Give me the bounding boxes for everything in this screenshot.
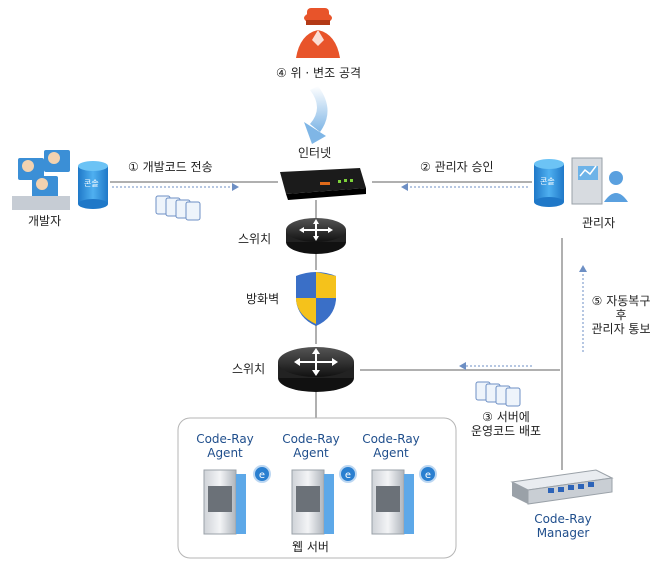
flow-arrows [112, 183, 587, 370]
attack-curve-arrowhead [304, 122, 326, 144]
developer-label: 개발자 [28, 214, 62, 228]
firewall-shield-icon [296, 272, 336, 326]
admin-workstation-icon [571, 157, 628, 205]
deploy-line-1: ③ 서버에 [482, 410, 530, 424]
agent-label-1: Code-Ray Agent [190, 432, 260, 460]
admin-console-label: 콘솔 [540, 177, 555, 186]
attack-label: ④ 위 · 변조 공격 [276, 66, 362, 80]
attacker-icon [296, 8, 340, 58]
agent-1-line-2: Agent [207, 446, 243, 460]
manager-line-1: Code-Ray [534, 512, 592, 526]
deploy-label: ③ 서버에 운영코드 배포 [458, 410, 554, 438]
deploy-line-2: 운영코드 배포 [470, 424, 542, 438]
switch-bottom-icon [278, 347, 354, 392]
code-cards-dev-icon [155, 195, 201, 221]
agent-3-line-1: Code-Ray [362, 432, 420, 446]
server-2-icon: e [291, 465, 357, 535]
svg-text:e: e [259, 470, 265, 481]
auto-recover-line-1: ⑤ 자동복구 [591, 294, 651, 308]
agent-3-line-2: Agent [373, 446, 409, 460]
web-server-group-box [177, 417, 457, 559]
code-ray-manager-icon [510, 469, 614, 505]
auto-recover-line-2: 후 [615, 308, 627, 322]
developer-console-label: 콘솔 [84, 179, 99, 188]
agent-label-3: Code-Ray Agent [356, 432, 426, 460]
admin-approval-label: ② 관리자 승인 [420, 160, 494, 174]
internet-label: 인터넷 [298, 146, 332, 160]
developer-db-icon [78, 161, 108, 209]
connection-lines [110, 181, 563, 470]
svg-text:e: e [425, 470, 431, 481]
svg-text:e: e [345, 470, 351, 481]
dev-transfer-label: ① 개발코드 전송 [128, 160, 213, 174]
internet-router-icon [280, 168, 366, 200]
code-cards-deploy-icon [475, 381, 521, 407]
agent-2-line-2: Agent [293, 446, 329, 460]
agent-2-line-1: Code-Ray [282, 432, 340, 446]
web-server-label: 웹 서버 [292, 540, 329, 554]
switch-top-label: 스위치 [238, 232, 272, 246]
auto-recover-label: ⑤ 자동복구 후 관리자 통보 [586, 294, 656, 336]
switch-top-icon [286, 218, 346, 254]
manager-label: Code-Ray Manager [518, 512, 608, 540]
manager-line-2: Manager [536, 526, 590, 540]
switch-bottom-label: 스위치 [232, 362, 266, 376]
admin-db-icon [534, 159, 564, 207]
server-3-icon: e [371, 465, 437, 535]
developer-group-icon [12, 150, 70, 210]
server-1-icon: e [203, 465, 271, 535]
agent-label-2: Code-Ray Agent [276, 432, 346, 460]
agent-1-line-1: Code-Ray [196, 432, 254, 446]
attack-curve-arrow [310, 86, 328, 132]
firewall-label: 방화벽 [246, 292, 280, 306]
auto-recover-line-3: 관리자 통보 [591, 322, 651, 336]
admin-label: 관리자 [582, 216, 616, 230]
